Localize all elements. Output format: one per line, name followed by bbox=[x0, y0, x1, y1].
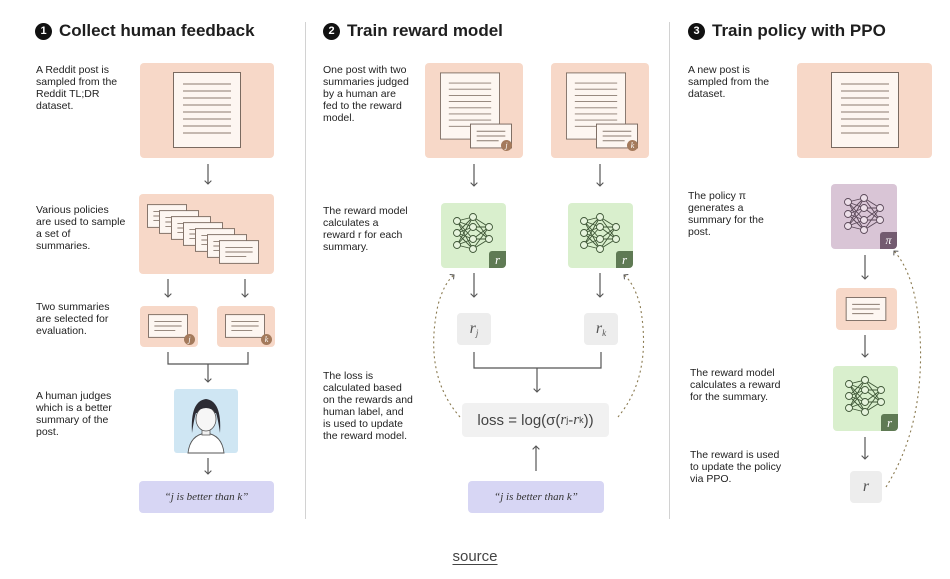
new-post-box bbox=[797, 63, 932, 158]
neural-network-icon bbox=[449, 213, 497, 253]
reddit-post-document-icon bbox=[173, 72, 241, 148]
merge-bracket-1 bbox=[167, 352, 249, 383]
reward-model-k: r bbox=[568, 203, 633, 268]
source-link[interactable]: source bbox=[452, 548, 498, 565]
step3-desc-update: The reward is used to update the policy … bbox=[690, 449, 782, 485]
step1-desc-selected: Two summaries are selected for evaluatio… bbox=[36, 301, 110, 337]
arrow-down-3 bbox=[204, 458, 212, 475]
pi-badge: π bbox=[880, 232, 897, 249]
k-badge: k bbox=[261, 334, 272, 345]
neural-network-icon-2 bbox=[576, 213, 624, 253]
arrow-down-2b bbox=[241, 279, 249, 298]
j-badge-2: j bbox=[501, 140, 512, 151]
policy-model: π bbox=[831, 184, 897, 249]
post-summary-k-box: k bbox=[551, 63, 649, 158]
step2-title-text: Train reward model bbox=[347, 21, 503, 40]
step1-desc-sample: A Reddit post is sampled from the Reddit… bbox=[36, 64, 118, 112]
arrow-up-1 bbox=[532, 445, 540, 471]
arrow-down-1 bbox=[204, 164, 212, 185]
feedback-arrow-3 bbox=[885, 250, 922, 488]
arrow-down-6 bbox=[861, 255, 869, 280]
reward-model-j: r bbox=[441, 203, 506, 268]
step2-desc-loss: The loss is calculated based on the rewa… bbox=[323, 370, 413, 442]
footer: source bbox=[0, 548, 950, 566]
step1-number-badge: 1 bbox=[35, 22, 52, 40]
step1-desc-human: A human judges which is a better summary… bbox=[36, 390, 112, 438]
step3-desc-newpost: A new post is sampled from the dataset. bbox=[688, 64, 770, 100]
step2-desc-fed: One post with two summaries judged by a … bbox=[323, 64, 409, 124]
r-badge-k: r bbox=[616, 251, 633, 268]
r-badge-j: r bbox=[489, 251, 506, 268]
step3-desc-policy: The policy π generates a summary for the… bbox=[688, 190, 764, 238]
sampled-summaries-box bbox=[139, 194, 274, 274]
new-post-document-icon bbox=[831, 72, 899, 148]
arrow-down-5b bbox=[596, 273, 604, 298]
summary-j-document-icon bbox=[148, 314, 188, 338]
merge-bracket-2 bbox=[473, 352, 602, 393]
k-badge-2: k bbox=[627, 140, 638, 151]
step2-title: 2 Train reward model bbox=[323, 21, 503, 41]
human-label-box-2: “j is better than k” bbox=[468, 481, 604, 513]
step3-number-badge: 3 bbox=[688, 22, 705, 40]
summary-k-document-icon bbox=[225, 314, 265, 338]
step3-title: 3 Train policy with PPO bbox=[688, 21, 886, 41]
human-judge-avatar bbox=[174, 389, 238, 454]
r-badge-ppo: r bbox=[881, 414, 898, 431]
summary-j-box: j bbox=[140, 306, 198, 347]
step3-title-text: Train policy with PPO bbox=[712, 21, 886, 40]
column-divider-2 bbox=[669, 22, 670, 519]
reddit-post-box bbox=[140, 63, 274, 158]
summary-k-box: k bbox=[217, 306, 275, 347]
step2-desc-reward-text: The reward model calculates a reward r f… bbox=[323, 205, 408, 253]
policy-network-icon bbox=[840, 194, 888, 234]
step2-desc-reward: The reward model calculates a reward r f… bbox=[323, 205, 411, 253]
step1-title-text: Collect human feedback bbox=[59, 21, 255, 40]
step2-number-badge: 2 bbox=[323, 22, 340, 40]
step3-desc-reward: The reward model calculates a reward for… bbox=[690, 367, 781, 403]
step1-desc-policies: Various policies are used to sample a se… bbox=[36, 204, 126, 252]
j-badge: j bbox=[184, 334, 195, 345]
reward-r: r bbox=[850, 471, 882, 503]
arrow-down-4a bbox=[470, 164, 478, 187]
arrow-down-4b bbox=[596, 164, 604, 187]
step1-title: 1 Collect human feedback bbox=[35, 21, 255, 41]
arrow-down-7 bbox=[861, 335, 869, 358]
summary-stack-icon bbox=[147, 202, 272, 272]
column-divider-1 bbox=[305, 22, 306, 519]
reward-model-ppo: r bbox=[833, 366, 898, 431]
feedback-arrows-2 bbox=[433, 274, 645, 418]
post-summary-j-box: j bbox=[425, 63, 523, 158]
generated-summary-box bbox=[836, 288, 897, 330]
arrow-down-5a bbox=[470, 273, 478, 298]
person-icon bbox=[187, 399, 225, 454]
human-label-box-1: “j is better than k” bbox=[139, 481, 274, 513]
arrow-down-2a bbox=[164, 279, 172, 298]
arrow-down-8 bbox=[861, 437, 869, 460]
